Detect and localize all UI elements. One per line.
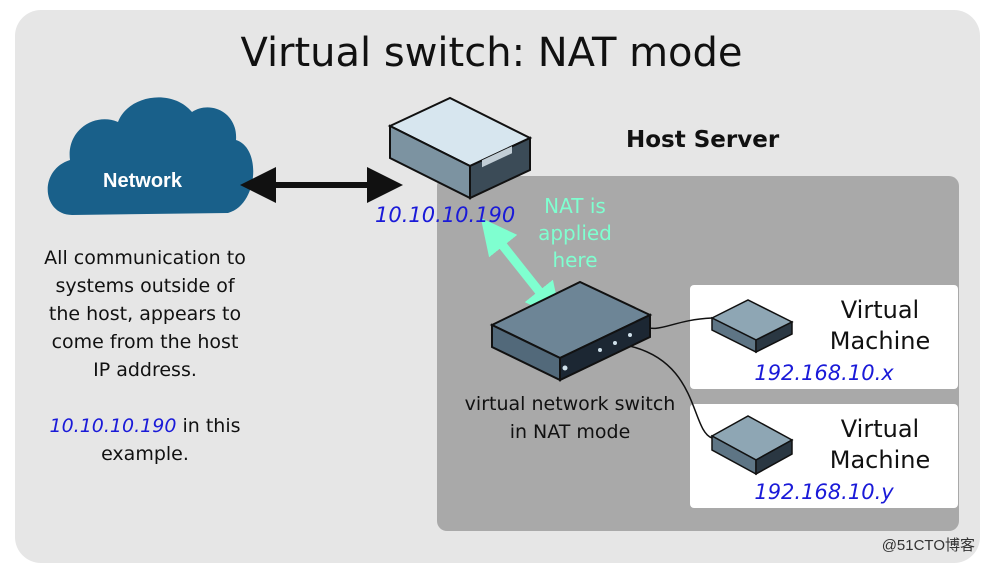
switch-label-line: virtual network switch <box>464 393 676 415</box>
nat-note-line: applied <box>538 221 612 245</box>
virtual-machine-1-icon <box>710 299 794 354</box>
vm-title-line: Machine <box>829 446 931 474</box>
description-text: All communication to systems outside of … <box>20 244 270 468</box>
vm-title: Virtual Machine <box>805 295 955 357</box>
host-server-label: Host Server <box>626 127 780 153</box>
example-line: 10.10.10.190 in this <box>20 412 270 440</box>
vm-title-line: Machine <box>829 327 931 355</box>
diagram-title: Virtual switch: NAT mode <box>240 30 743 76</box>
description-line: All communication to <box>44 247 246 269</box>
host-server-icon <box>387 96 533 200</box>
watermark: @51CTO博客 <box>881 537 975 554</box>
example-ip: 10.10.10.190 <box>49 415 177 437</box>
vm-title: Virtual Machine <box>805 414 955 476</box>
network-cloud-icon <box>47 97 254 215</box>
nat-arrow-icon <box>480 217 562 320</box>
network-switch-icon <box>489 280 653 382</box>
vm-title-line: Virtual <box>840 415 920 443</box>
nat-note-line: NAT is <box>544 194 606 218</box>
description-line: the host, appears to <box>48 303 242 325</box>
network-label: Network <box>103 170 182 192</box>
vm-ip-label: 192.168.10.x <box>754 361 894 385</box>
switch-label-line: in NAT mode <box>509 421 631 443</box>
virtual-machine-2-icon <box>710 415 794 476</box>
nat-note-line: here <box>552 248 598 272</box>
cable-to-vm2 <box>624 344 713 439</box>
host-ip-label: 10.10.10.190 <box>375 203 516 227</box>
description-line: example. <box>101 443 189 465</box>
vm-title-line: Virtual <box>840 296 920 324</box>
description-line: IP address. <box>93 359 197 381</box>
description-line: systems outside of <box>55 275 235 297</box>
switch-label: virtual network switch in NAT mode <box>455 390 685 446</box>
vm-ip-label: 192.168.10.y <box>754 480 894 504</box>
example-suffix: in this <box>176 415 241 437</box>
nat-note: NAT is applied here <box>530 193 620 274</box>
description-line: come from the host <box>51 331 239 353</box>
